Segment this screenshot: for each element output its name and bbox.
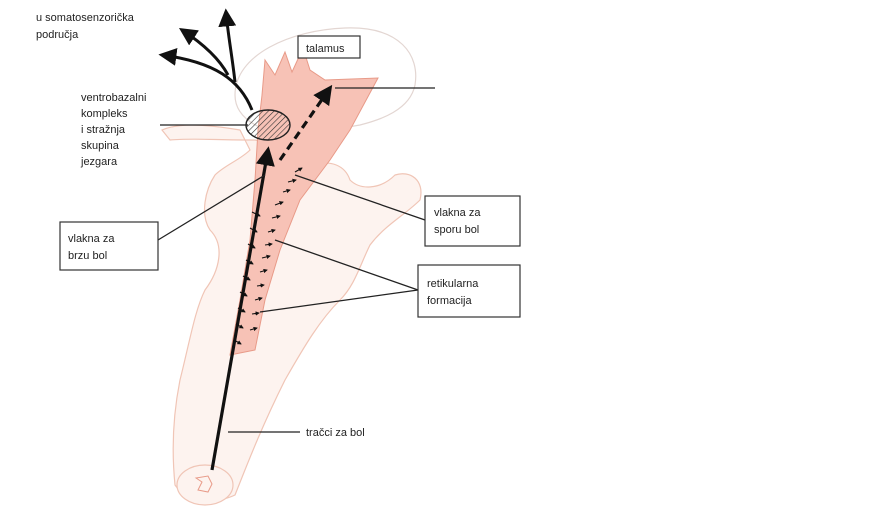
somatosensory-label-2: područja [36,29,79,41]
talamus-label: talamus [306,43,345,55]
reticular-box [418,265,520,317]
ventrobasal-label-3: i stražnja [81,124,126,136]
pain-tracts-label: tračci za bol [306,427,365,439]
reticular-label-1: retikularna [427,278,479,290]
reticular-label-2: formacija [427,295,473,307]
cortex-projection-arrow-1 [162,55,252,110]
cortex-projection-arrow-2 [182,30,228,75]
slow-pain-label-2: sporu bol [434,224,479,236]
spinal-cord-section [177,465,233,505]
ventrobasal-label-5: jezgara [80,156,118,168]
ventrobasal-complex [246,110,290,140]
fast-pain-label-1: vlakna za [68,233,115,245]
slow-pain-label-1: vlakna za [434,207,481,219]
fast-pain-label-2: brzu bol [68,250,107,262]
slow-pain-box [425,196,520,246]
ventrobasal-label-4: skupina [81,140,120,152]
ventrobasal-label-1: ventrobazalni [81,92,146,104]
ventrobasal-label-2: kompleks [81,108,128,120]
fast-pain-box [60,222,158,270]
somatosensory-label-1: u somatosenzorička [36,12,135,24]
